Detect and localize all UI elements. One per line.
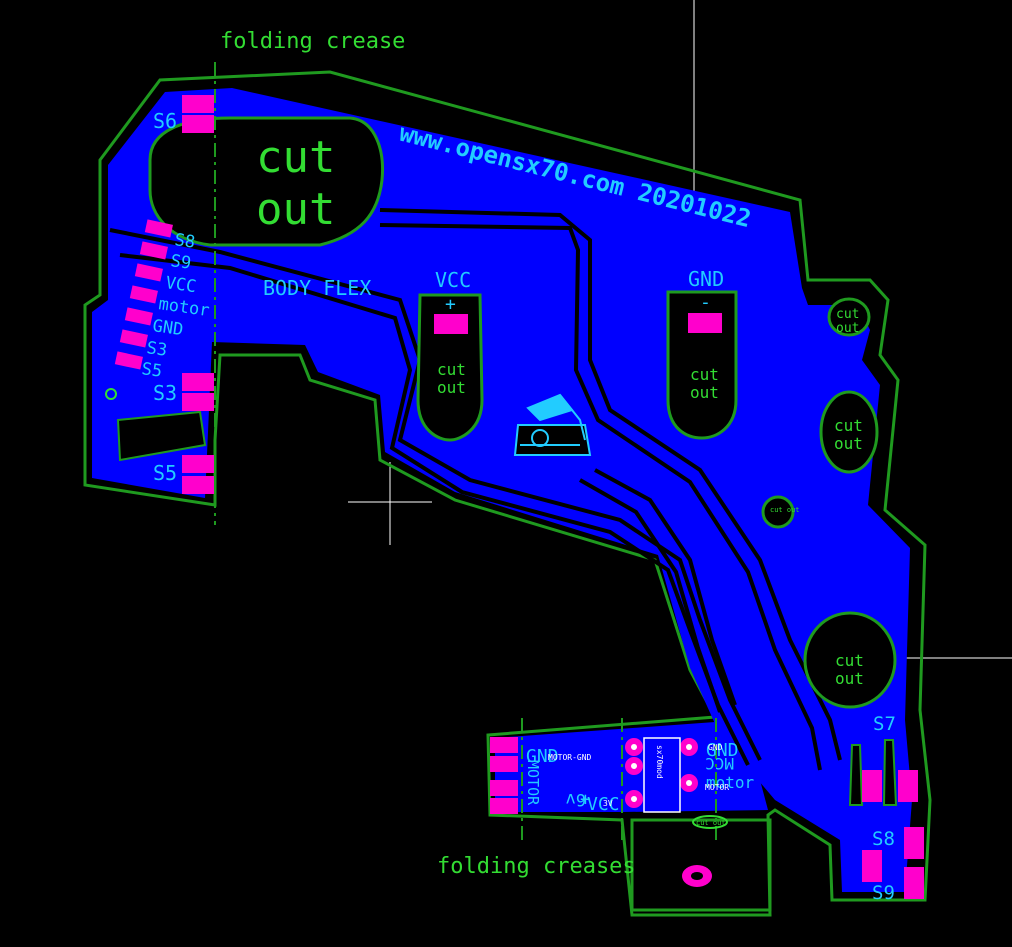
board-outline	[83, 70, 932, 917]
cutout-hole4-label-1: cut	[835, 651, 864, 670]
pad-gnd-edge	[124, 307, 153, 326]
cutout-hole1-label-2: out	[836, 321, 859, 336]
gnd-tiny-label: GND	[708, 743, 723, 752]
trace-group	[109, 208, 842, 771]
s5-label: S5	[153, 461, 177, 485]
body-flex-label: BODY FLEX	[263, 276, 371, 300]
mcc-mirrored-label: MCC	[705, 754, 734, 773]
cutout-hole2-label-1: cut	[834, 416, 863, 435]
pad-s9-b-bottom	[904, 867, 924, 899]
pad-s5-b	[182, 476, 214, 494]
folding-creases-label: folding creases	[437, 854, 636, 879]
motor-mirrored-label: MOTOR	[524, 760, 542, 806]
camera-icon	[513, 393, 592, 456]
vcc-bottom-label: VCC	[587, 794, 620, 815]
cutout-vcc-label-1: cut	[437, 360, 466, 379]
cutout-hole-3	[761, 495, 795, 529]
cutout-hole-2	[819, 390, 879, 474]
pad-motor-edge	[129, 285, 158, 304]
cutout-hole-4	[803, 611, 897, 709]
chip-tiny-label: sx70mod	[655, 745, 664, 779]
pad-s5-edge	[114, 351, 143, 370]
pad-vcc	[434, 314, 468, 334]
cutout-vcc-label-2: out	[437, 378, 466, 397]
s3-edge-label: S3	[145, 338, 168, 361]
gnd-bottom-right-label: GND	[706, 740, 739, 761]
motor-gnd-tiny-label: MOTOR-GND	[548, 753, 592, 762]
s8-bottom-label: S8	[872, 828, 895, 850]
gnd-sign: -	[700, 292, 711, 313]
cutout-big-label-2: out	[256, 184, 335, 235]
v3-tiny-label: 3V	[603, 799, 613, 808]
pad-vcc-edge	[134, 263, 163, 282]
pad-s7-b	[898, 770, 918, 802]
cutout-tiny-bottom-label: cut out	[696, 819, 726, 827]
pad-motor-4	[490, 798, 518, 814]
pad-motor-1	[490, 737, 518, 753]
tiny-cutout-bottom	[692, 815, 728, 829]
gnd-bottom-left-label: GND	[526, 746, 559, 767]
vcc-sign: +	[445, 294, 456, 315]
s7-slot-left	[848, 744, 864, 806]
s8-edge-label: S8	[173, 230, 196, 253]
gnd-edge-label: GND	[151, 316, 184, 340]
pad-s8-edge	[144, 219, 173, 238]
pad-motor-2	[490, 756, 518, 772]
motor-bottom-right-label: motor	[706, 773, 755, 792]
cutout-hole1-label-1: cut	[836, 307, 859, 322]
s5-edge-label: S5	[140, 359, 163, 382]
pad-s5-a	[182, 455, 214, 473]
pad-s3-edge	[119, 329, 148, 348]
pad-s3-b	[182, 393, 214, 411]
s6-label: S6	[153, 109, 177, 133]
six-v-label: 6v	[566, 789, 586, 809]
s7-slot-right	[882, 739, 898, 806]
pad-s9-edge	[139, 241, 168, 260]
cutout-gnd-label-2: out	[690, 383, 719, 402]
pad-s9-a-bottom	[862, 850, 882, 882]
pad-motor-3	[490, 780, 518, 796]
cutout-hole2-label-2: out	[834, 434, 863, 453]
cutout-hole4-label-2: out	[835, 669, 864, 688]
bottom-tab-outline	[630, 818, 772, 912]
cutout-gnd-label-1: cut	[690, 365, 719, 384]
plus-label: +	[580, 789, 591, 810]
folding-crease-label: folding crease	[220, 29, 405, 54]
cutout-notch-left	[116, 410, 207, 462]
s9-edge-label: S9	[169, 251, 192, 274]
pad-s6-a	[182, 95, 214, 113]
pad-s3-a	[182, 373, 214, 391]
s7-label: S7	[873, 713, 896, 735]
s3-label: S3	[153, 381, 177, 405]
fiducial-marker	[105, 388, 117, 400]
pad-gnd	[688, 313, 722, 333]
pad-s6-b	[182, 115, 214, 133]
vcc-edge-label: VCC	[164, 273, 197, 297]
cutout-big-label-1: cut	[256, 132, 335, 183]
pad-s8-bottom	[904, 827, 924, 859]
mounting-hole	[691, 872, 703, 880]
cutout-hole3-label: cut out	[770, 506, 800, 514]
vcc-label: VCC	[435, 268, 471, 292]
pad-s7-a	[862, 770, 882, 802]
s9-bottom-label: S9	[872, 882, 895, 904]
motor-tiny-label: MOTOR	[705, 783, 729, 792]
cutout-hole-1	[827, 297, 871, 337]
chip-outline	[643, 737, 681, 813]
gnd-label: GND	[688, 267, 724, 291]
